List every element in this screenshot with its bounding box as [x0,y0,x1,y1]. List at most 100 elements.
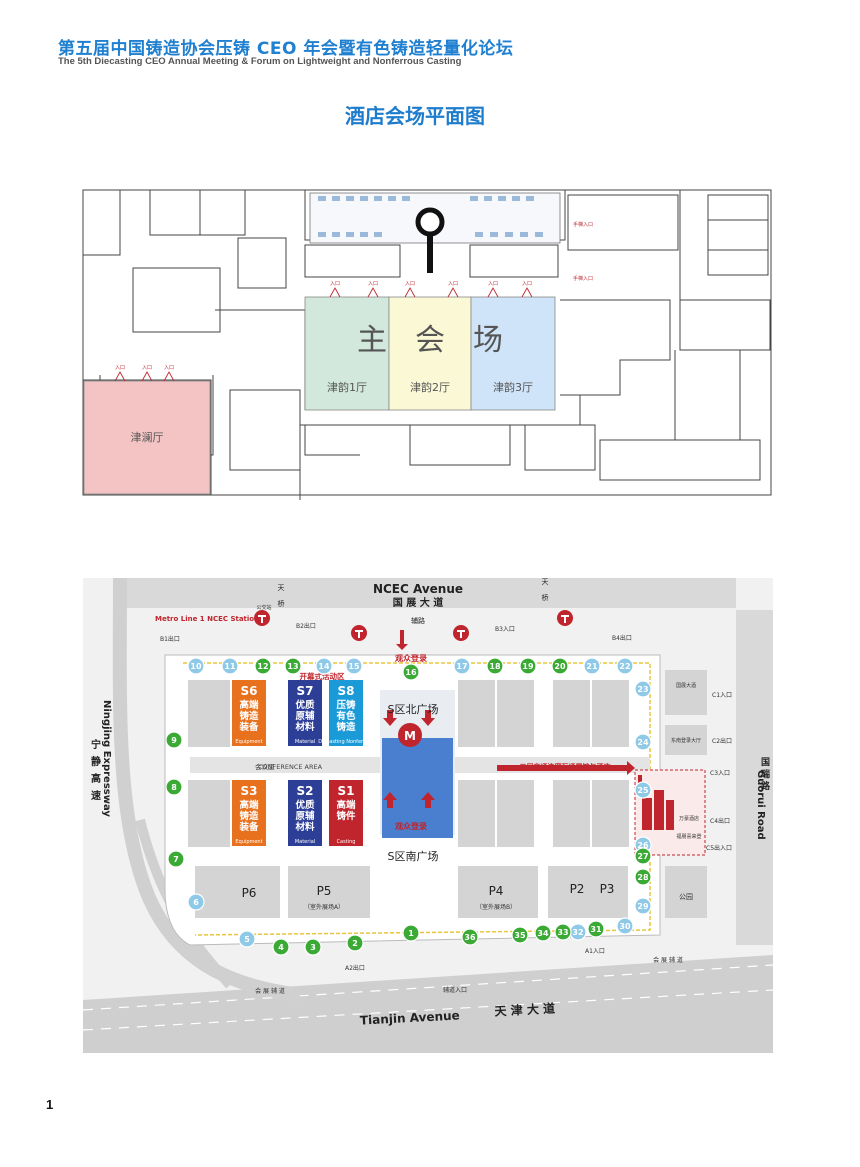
stop-marker[interactable]: 2 [346,934,364,952]
road-south-cn: 天 津 大 道 [494,1000,555,1018]
hall-name-line: 高端 [239,699,259,711]
stop-marker[interactable]: 16 [402,663,420,681]
header-title-cn: 第五届中国铸造协会压铸 CEO 年会暨有色铸造轻量化论坛 [58,39,514,59]
hall-code: S8 [338,684,355,698]
hall-name-line: 原辅 [295,710,315,722]
stop-number: 10 [190,662,202,671]
stop-marker[interactable]: 3 [304,938,322,956]
stop-marker[interactable]: 11 [221,657,239,675]
stop-marker[interactable]: 19 [519,657,537,675]
stop-marker[interactable]: 6 [187,893,205,911]
stop-number: 12 [257,662,268,671]
stop-marker[interactable]: 32 [569,923,587,941]
gate-labels: B1出口 B2出口 B3入口 B4出口 C1入口 C2出口 C3入口 C4出口 … [160,622,732,972]
bus-stop-label: 公交站 [256,604,271,611]
stop-marker[interactable]: 29 [634,897,652,915]
road-west-cn-2: 静 [91,755,101,768]
stop-number: 23 [637,685,648,694]
stop-marker[interactable]: 23 [634,680,652,698]
stop-marker[interactable]: 31 [587,920,605,938]
road-south-en: Tianjin Avenue [360,1008,461,1027]
page-number: 1 [46,1097,54,1112]
stop-marker[interactable]: 10 [187,657,205,675]
metro-label: Metro Line 1 NCEC Station [155,615,259,623]
site-labels: NCEC Avenue 国 展 大 道 天 桥 天 桥 Metro Line 1… [91,578,771,1028]
metro-icon [557,610,573,626]
stop-marker[interactable]: 15 [345,657,363,675]
stop-marker[interactable]: 36 [461,928,479,946]
header-title-en: The 5th Diecasting CEO Annual Meeting & … [58,56,462,67]
stop-marker[interactable]: 12 [254,657,272,675]
stop-marker[interactable]: 4 [272,938,290,956]
hall-code: S1 [338,784,355,798]
road-west-cn-3: 高 [91,772,101,785]
visitor-reg-bottom: 观众登录 [395,821,427,831]
hall-name-line: 铸造 [336,721,356,733]
hall-name-line: 铸件 [336,810,356,822]
gate-c1: C1入口 [712,692,732,699]
hall-en: Equipment [235,739,262,745]
stop-marker[interactable]: 27 [634,847,652,865]
stop-number: 29 [637,902,649,911]
south-lobby[interactable] [382,738,453,838]
stop-number: 4 [278,943,284,952]
site-background: M [82,577,774,1053]
parking-p5: P5 [317,884,332,898]
aux-entrance: 辅道入口 [443,986,467,994]
stop-marker[interactable]: 1 [402,924,420,942]
road-north-en: NCEC Avenue [373,582,463,596]
bridge-1: 天 [278,584,285,592]
stop-marker[interactable]: 25 [634,781,652,799]
parking-p6: P6 [242,886,257,900]
opening-area-label: 开幕式活动区 [300,671,345,681]
hall-en: Material [295,839,315,845]
stop-marker[interactable]: 20 [551,657,569,675]
stop-marker[interactable]: 34 [534,924,552,942]
stop-marker[interactable]: 9 [165,731,183,749]
stop-number: 6 [193,898,199,907]
hall-en: Material [295,739,315,745]
stop-marker[interactable]: 5 [238,930,256,948]
hall-name-line: 装备 [238,721,259,733]
hall-code: S3 [241,784,258,798]
hall-name-line: 有色 [336,710,356,722]
stop-marker[interactable]: 17 [453,657,471,675]
stop-marker[interactable]: 30 [616,917,634,935]
stop-marker[interactable]: 21 [583,657,601,675]
gate-c2: C2出口 [712,737,732,745]
hall-name-line: 压铸 [336,699,356,711]
stop-marker[interactable]: 13 [284,657,302,675]
stop-marker[interactable]: 7 [167,850,185,868]
metro-icon [453,625,469,641]
gate-a1: A1入口 [585,948,605,955]
hall-name-line: 原辅 [295,810,315,822]
hotel-2-label: 福朋喜来登 [676,833,701,840]
stop-number: 31 [590,925,602,934]
stop-marker[interactable]: 8 [165,778,183,796]
hall-name-line: 装备 [238,821,259,833]
stop-number: 26 [637,841,649,850]
expo-aux-road-2: 会 展 辅 道 [653,956,683,964]
metro-icon [351,625,367,641]
road-east-en: Guorui Road [755,770,766,840]
stop-marker[interactable]: 35 [511,926,529,944]
conference-label-en: CONFERENCE AREA [258,763,323,771]
stop-marker[interactable]: 22 [616,657,634,675]
road-north-cn: 国 展 大 道 [393,596,443,609]
hall-name-line: 高端 [239,799,259,811]
stop-marker[interactable]: 33 [554,923,572,941]
stop-marker[interactable]: 24 [634,733,652,751]
stop-number: 11 [224,662,236,671]
stop-number: 33 [557,928,568,937]
stop-marker[interactable]: 28 [634,868,652,886]
stop-marker[interactable]: 18 [486,657,504,675]
parking-p5-sub: （室外展场A） [304,903,344,911]
conference-label: 会议区 [255,762,275,771]
stop-marker[interactable]: 14 [315,657,333,675]
